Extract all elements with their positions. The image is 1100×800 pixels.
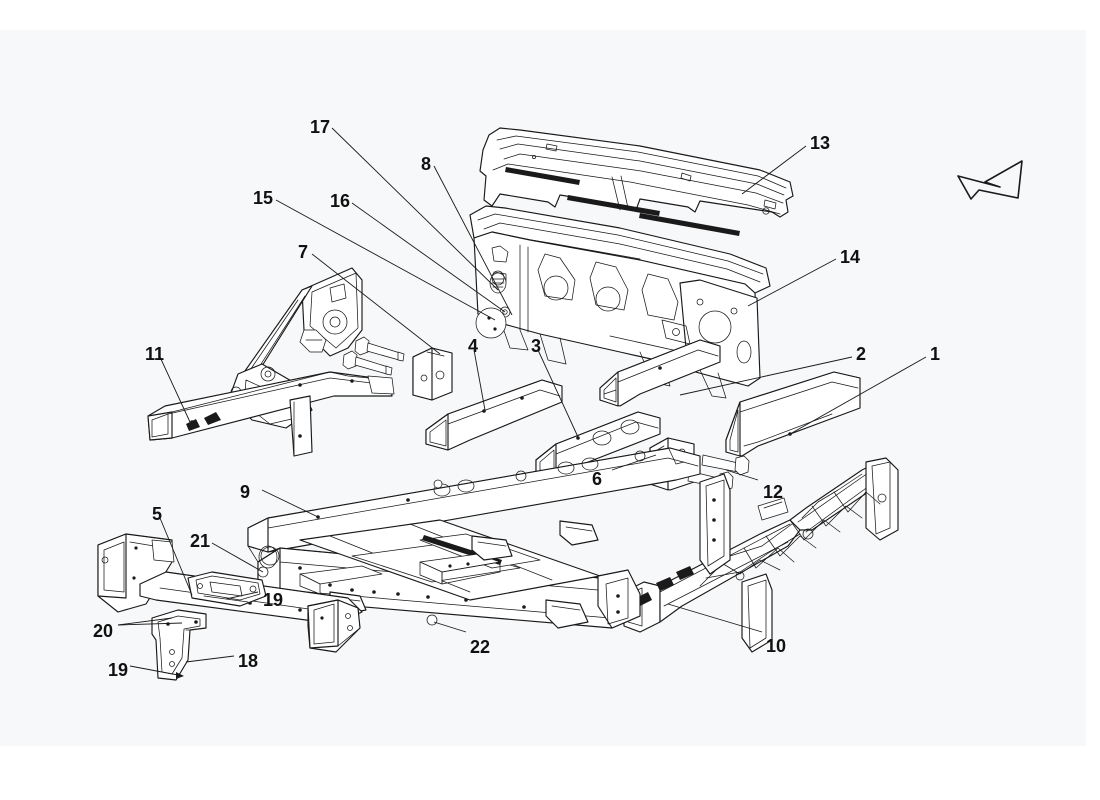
callout-7: 7 <box>298 242 309 262</box>
callout-19-upper: 19 <box>263 590 284 610</box>
part-2-right-upper-cross-beam <box>599 339 721 407</box>
callout-20: 20 <box>93 621 114 641</box>
part-14-bulkhead-panel <box>469 205 771 399</box>
part-9-main-subframe <box>247 447 701 629</box>
callout-21: 21 <box>190 531 211 551</box>
callout-16: 16 <box>330 191 351 211</box>
callout-11: 11 <box>145 344 165 364</box>
callout-22: 22 <box>470 637 491 657</box>
part-10-right-front-rail <box>623 457 899 653</box>
callout-15: 15 <box>253 188 274 208</box>
callout-4: 4 <box>468 336 479 356</box>
part-4-left-box-beam <box>425 379 563 451</box>
part-5-front-lower-cross-member <box>97 533 363 681</box>
callout-5: 5 <box>152 504 163 524</box>
callout-6: 6 <box>592 469 603 489</box>
callout-2: 2 <box>856 344 867 364</box>
part-7-mount-block-left <box>412 347 453 401</box>
callout-19-lower: 19 <box>108 660 129 680</box>
bolt-upper <box>354 336 405 362</box>
part-18-front-support-plate <box>151 609 207 681</box>
part-15-bolt-pair-left <box>342 336 405 376</box>
leader-lines <box>117 127 927 679</box>
callout-1: 1 <box>930 344 941 364</box>
part-13-upper-cowl-panel <box>479 127 794 236</box>
bolt-lower <box>342 350 393 376</box>
callout-17: 17 <box>310 117 331 137</box>
callout-8: 8 <box>421 154 432 174</box>
part-19-fastener-bracket <box>187 571 267 607</box>
callout-12: 12 <box>763 482 784 502</box>
callout-9: 9 <box>240 482 251 502</box>
callout-3: 3 <box>531 336 542 356</box>
callout-14: 14 <box>840 247 861 267</box>
part-11-left-front-rail <box>147 267 395 457</box>
callout-10: 10 <box>766 636 787 656</box>
part-1-right-reinforcement-beam <box>725 371 861 457</box>
direction-arrow-icon <box>957 160 1023 200</box>
callout-13: 13 <box>810 133 831 153</box>
bolt-upper-right <box>701 454 750 476</box>
part-17-spacer-bushing <box>489 270 507 294</box>
callout-18: 18 <box>238 651 259 671</box>
